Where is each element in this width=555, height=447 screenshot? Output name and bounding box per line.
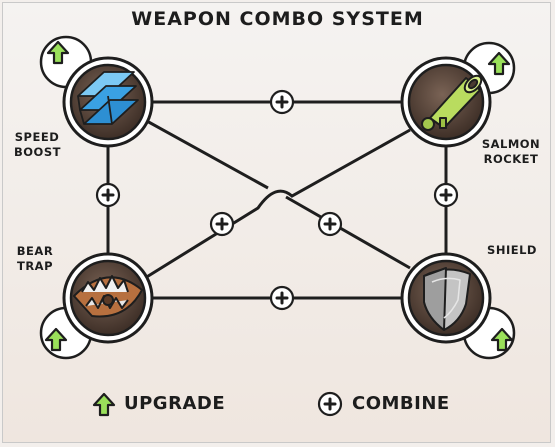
- label-salmon-rocket-line1: SALMON: [481, 137, 541, 151]
- label-speed-boost-line1: SPEED: [14, 130, 60, 144]
- label-shield-line1: SHIELD: [487, 243, 537, 257]
- legend-combine-icon: [317, 391, 343, 417]
- node-shield[interactable]: [400, 252, 492, 344]
- label-bear-trap: BEAR TRAP: [16, 244, 54, 274]
- shield-icon: [423, 267, 471, 331]
- combine-badge-bear-shield[interactable]: [269, 285, 295, 311]
- line-bear-salmon: [144, 128, 411, 280]
- legend-upgrade-icon: [92, 392, 116, 417]
- chevron-stack-icon: [77, 71, 139, 125]
- connection-lines: [106, 100, 448, 300]
- node-speed-boost[interactable]: [62, 56, 154, 148]
- combine-badge-speed-bear[interactable]: [95, 182, 121, 208]
- diagram-title: WEAPON COMBO SYSTEM: [131, 8, 424, 30]
- label-bear-trap-line1: BEAR: [16, 244, 54, 258]
- combine-badge-salmon-shield[interactable]: [433, 182, 459, 208]
- node-bear-trap[interactable]: [62, 252, 154, 344]
- label-speed-boost: SPEED BOOST: [14, 130, 60, 160]
- legend-combine-label: COMBINE: [352, 393, 450, 414]
- label-salmon-rocket-line2: ROCKET: [483, 152, 539, 166]
- label-salmon-rocket: SALMON ROCKET: [478, 137, 544, 167]
- combine-badge-speed-shield[interactable]: [317, 211, 343, 237]
- combine-badge-bear-salmon[interactable]: [209, 211, 235, 237]
- legend-upgrade-label: UPGRADE: [124, 393, 226, 414]
- node-salmon-rocket[interactable]: [400, 56, 492, 148]
- label-speed-boost-line2: BOOST: [14, 145, 61, 159]
- label-bear-trap-line2: TRAP: [16, 259, 54, 273]
- line-speed-shield: [144, 118, 411, 270]
- bear-trap-icon: [73, 275, 143, 318]
- cannon-icon: [421, 74, 483, 131]
- label-shield: SHIELD: [482, 243, 542, 258]
- combine-badge-speed-salmon[interactable]: [269, 89, 295, 115]
